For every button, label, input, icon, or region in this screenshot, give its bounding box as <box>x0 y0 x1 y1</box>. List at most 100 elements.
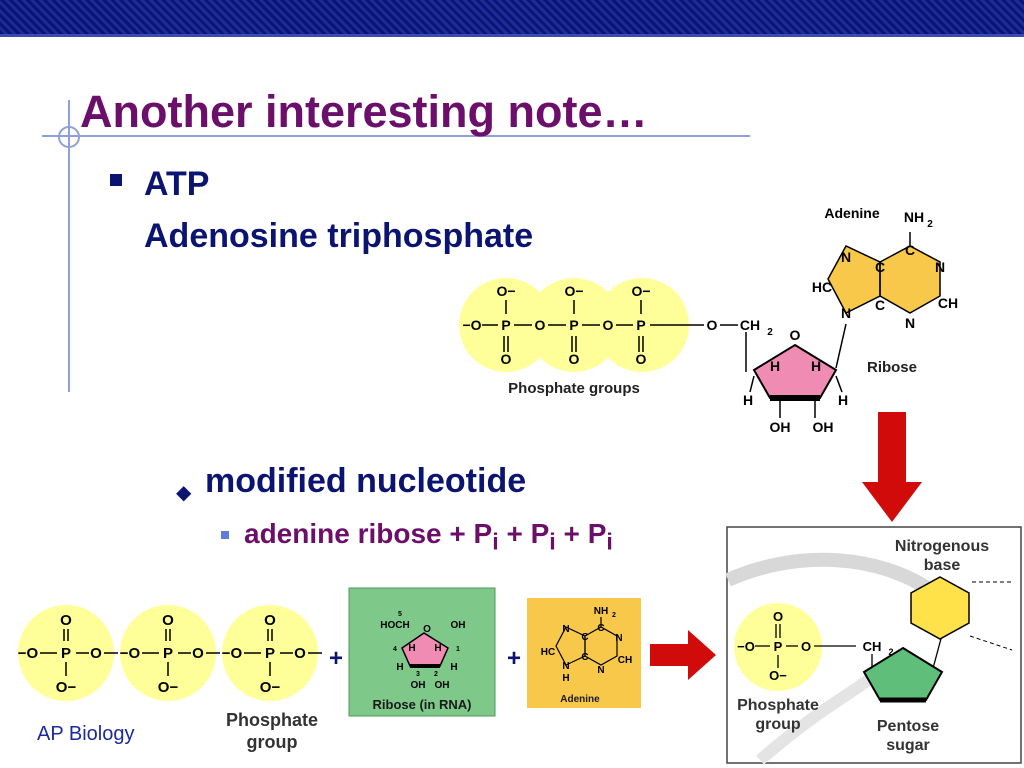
chem-label: H <box>838 392 848 408</box>
chem-label: O− <box>631 283 650 299</box>
diamond-bullet-icon: ◆ <box>176 482 192 504</box>
square-bullet-icon <box>110 174 122 186</box>
carbon-number: 5 <box>398 611 402 618</box>
title-underline <box>42 135 750 137</box>
chem-label: N <box>615 633 622 644</box>
bullet-modified-nucleotide: modified nucleotide <box>205 462 527 500</box>
adenine-pentagon <box>828 246 880 313</box>
footer-label: AP Biology <box>37 723 135 745</box>
chem-label: H <box>562 673 569 684</box>
nitrogenous-base-hexagon <box>910 576 970 640</box>
chem-label: P <box>163 645 173 662</box>
adenine-box-label: Adenine <box>560 694 600 705</box>
vertical-guide-line <box>68 100 70 392</box>
chem-subscript: 2 <box>927 219 933 230</box>
adenine-box <box>527 598 641 708</box>
chem-label: O− <box>564 283 583 299</box>
plus-sign: + <box>329 645 343 672</box>
top-header-bar <box>0 0 1024 34</box>
chem-label: CH <box>863 639 882 654</box>
chem-label: O <box>773 609 783 624</box>
chem-label: O <box>162 612 174 629</box>
chem-label: P <box>774 639 783 654</box>
chem-label: HC <box>541 647 555 658</box>
chem-label: C <box>905 242 915 258</box>
chem-label: O <box>603 317 614 333</box>
chem-label: −O <box>222 645 243 662</box>
chem-label: O <box>790 327 801 343</box>
formula-subscript: i <box>606 528 613 555</box>
ribose-pentagon <box>752 343 838 399</box>
chem-label: O <box>707 317 718 333</box>
ribose-label: Ribose <box>867 359 917 376</box>
formula-subscript: i <box>492 528 499 555</box>
chem-label: P <box>501 317 510 333</box>
chem-label: P <box>569 317 578 333</box>
phosphate-group-label: Phosphate <box>226 710 318 730</box>
nitrogenous-base-label: base <box>924 557 961 574</box>
chem-label: O <box>501 351 512 367</box>
right-arrow-icon <box>650 630 716 680</box>
carbon-number: 4 <box>393 646 397 653</box>
chem-label: N <box>841 305 851 321</box>
phosphate-circle <box>222 605 318 701</box>
slide-title: Another interesting note… <box>80 86 648 137</box>
chem-label: C <box>597 623 604 634</box>
chem-label: O <box>569 351 580 367</box>
phosphate-bonds <box>482 300 747 372</box>
adenine-hexagon <box>880 246 940 313</box>
chem-label: C <box>581 652 588 663</box>
nucleotide-structure-panel: O −O P O O− CH 2 O Nitrogenous base Phos… <box>725 526 1022 765</box>
title-guide-circle <box>58 126 80 148</box>
panel-phosphate-label: group <box>755 716 801 733</box>
chem-label: N <box>841 249 851 265</box>
chem-label: N <box>562 624 569 635</box>
chem-label: O <box>801 639 811 654</box>
formula-plus: + <box>498 518 531 549</box>
chem-label: O <box>423 624 431 635</box>
adenine-ring-bonds <box>555 617 618 666</box>
top-header-underline <box>0 34 1024 37</box>
chem-label: OH <box>813 419 834 435</box>
chem-label: CH <box>740 317 760 333</box>
chem-label: O− <box>496 283 515 299</box>
adenine-label: Adenine <box>824 205 879 221</box>
chem-label: H <box>396 662 403 673</box>
phosphate-group-label: group <box>247 732 298 752</box>
phosphate-circle <box>18 605 114 701</box>
panel-phosphate-label: Phosphate <box>737 697 819 714</box>
plus-sign: + <box>507 645 521 672</box>
chem-subscript: 2 <box>888 647 893 657</box>
formula-plus: + <box>555 518 588 549</box>
chem-label: N <box>597 665 604 676</box>
chem-label: C <box>875 259 885 275</box>
chem-label: −O <box>120 645 141 662</box>
phosphate-bonds <box>40 629 322 676</box>
chem-label: H <box>408 643 415 654</box>
carbon-number: 1 <box>456 646 460 653</box>
chem-label: P <box>636 317 645 333</box>
chem-label: HOCH <box>380 620 409 631</box>
chem-label: −O <box>18 645 39 662</box>
chem-label: O− <box>260 679 281 696</box>
chem-label: O− <box>158 679 179 696</box>
chem-label: P <box>61 645 71 662</box>
chem-label: O <box>294 645 306 662</box>
chem-label: HC <box>812 279 832 295</box>
nitrogenous-base-label: Nitrogenous <box>895 538 989 555</box>
bullet-adenosine-triphosphate: Adenosine triphosphate <box>144 217 534 255</box>
chem-label: N <box>562 661 569 672</box>
chem-label: −O <box>462 317 481 333</box>
phosphate-circle <box>595 278 689 372</box>
ribose-bonds <box>749 323 847 418</box>
chem-label: O <box>535 317 546 333</box>
chem-label: O− <box>56 679 77 696</box>
chem-label: O− <box>769 668 787 683</box>
chem-label: O <box>90 645 102 662</box>
nucleotide-components-diagram: −O O P O O− −O O P O O− −O O P O O− <box>18 587 716 752</box>
small-square-bullet-icon <box>221 531 229 539</box>
chem-label: C <box>875 297 885 313</box>
atp-structure-diagram: −O O− P O O O− P O O O− P O O CH 2 <box>459 205 958 522</box>
chem-label: CH <box>618 655 632 666</box>
